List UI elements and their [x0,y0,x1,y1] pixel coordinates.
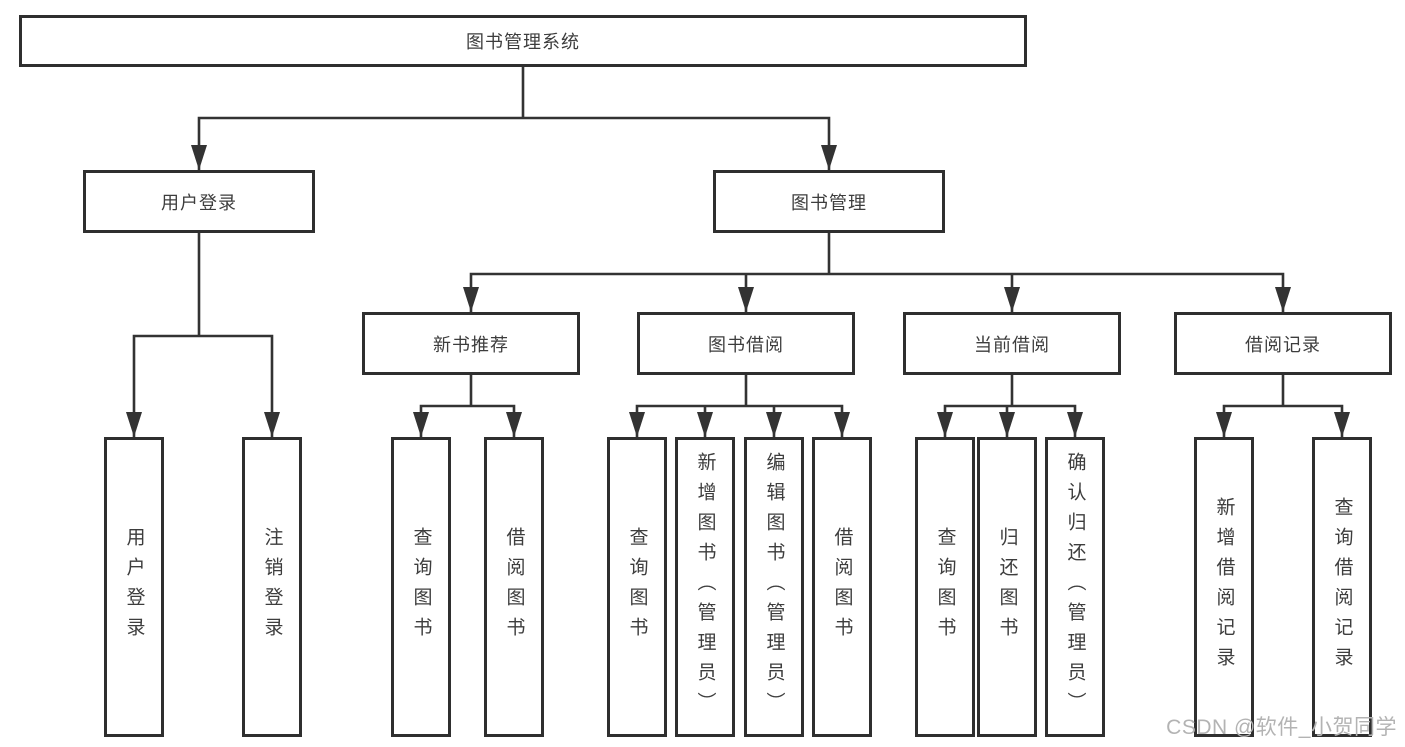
connector-new-book-children [413,375,522,437]
leaf-borrow-book-label: 借阅图书 [831,527,853,647]
node-borrow-records-label: 借阅记录 [1245,334,1321,355]
node-book-management: 图书管理 [713,170,945,233]
leaf-borrow-book: 借阅图书 [812,437,872,737]
csdn-watermark: CSDN @软件_小贺同学 [1166,716,1397,739]
leaf-logout-label: 注销登录 [261,527,283,647]
leaf-query-book-borrow: 查询图书 [607,437,667,737]
leaf-query-borrow-record: 查询借阅记录 [1312,437,1372,737]
arrowhead-icon [821,145,837,170]
arrowhead-icon [738,287,754,312]
leaf-edit-book-admin: 编辑图书（管理员） [744,437,804,737]
leaf-edit-book-admin-label: 编辑图书（管理员） [763,452,785,722]
connector-current-borrow-children [937,375,1083,437]
connector-book-management-children [463,233,1291,312]
leaf-borrow-book-recommend: 借阅图书 [484,437,544,737]
node-book-management-label: 图书管理 [791,192,867,213]
node-book-borrow: 图书借阅 [637,312,855,375]
arrowhead-icon [937,412,953,437]
leaf-confirm-return-admin: 确认归还（管理员） [1045,437,1105,737]
leaf-add-book-admin: 新增图书（管理员） [675,437,735,737]
leaf-borrow-book-recommend-label: 借阅图书 [503,527,525,647]
arrowhead-icon [1216,412,1232,437]
leaf-return-book: 归还图书 [977,437,1037,737]
arrowhead-icon [766,412,782,437]
connector-user-login-children [126,233,280,437]
arrowhead-icon [1004,287,1020,312]
connector-book-borrow-children [629,375,850,437]
arrowhead-icon [413,412,429,437]
leaf-add-borrow-record-label: 新增借阅记录 [1213,497,1235,677]
node-borrow-records: 借阅记录 [1174,312,1392,375]
leaf-user-login: 用户登录 [104,437,164,737]
leaf-confirm-return-admin-label: 确认归还（管理员） [1064,452,1086,722]
node-book-borrow-label: 图书借阅 [708,334,784,355]
arrowhead-icon [1067,412,1083,437]
node-new-book-recommend: 新书推荐 [362,312,580,375]
arrowhead-icon [834,412,850,437]
arrowhead-icon [506,412,522,437]
leaf-query-book-current: 查询图书 [915,437,975,737]
node-user-login: 用户登录 [83,170,315,233]
arrowhead-icon [999,412,1015,437]
arrowhead-icon [191,145,207,170]
arrowhead-icon [1334,412,1350,437]
leaf-query-book-borrow-label: 查询图书 [626,527,648,647]
node-new-book-recommend-label: 新书推荐 [433,334,509,355]
leaf-query-book-recommend-label: 查询图书 [410,527,432,647]
arrowhead-icon [697,412,713,437]
leaf-add-book-admin-label: 新增图书（管理员） [694,452,716,722]
leaf-query-book-recommend: 查询图书 [391,437,451,737]
node-user-login-label: 用户登录 [161,192,237,213]
leaf-add-borrow-record: 新增借阅记录 [1194,437,1254,737]
connector-root-to-level2 [191,67,837,170]
leaf-logout: 注销登录 [242,437,302,737]
arrowhead-icon [463,287,479,312]
leaf-user-login-label: 用户登录 [123,527,145,647]
arrowhead-icon [126,412,142,437]
arrowhead-icon [264,412,280,437]
node-current-borrow: 当前借阅 [903,312,1121,375]
node-library-system: 图书管理系统 [19,15,1027,67]
node-library-system-label: 图书管理系统 [466,32,580,52]
connector-borrow-records-children [1216,375,1350,437]
arrowhead-icon [629,412,645,437]
leaf-return-book-label: 归还图书 [996,527,1018,647]
arrowhead-icon [1275,287,1291,312]
node-current-borrow-label: 当前借阅 [974,334,1050,355]
leaf-query-book-current-label: 查询图书 [934,527,956,647]
leaf-query-borrow-record-label: 查询借阅记录 [1331,497,1353,677]
